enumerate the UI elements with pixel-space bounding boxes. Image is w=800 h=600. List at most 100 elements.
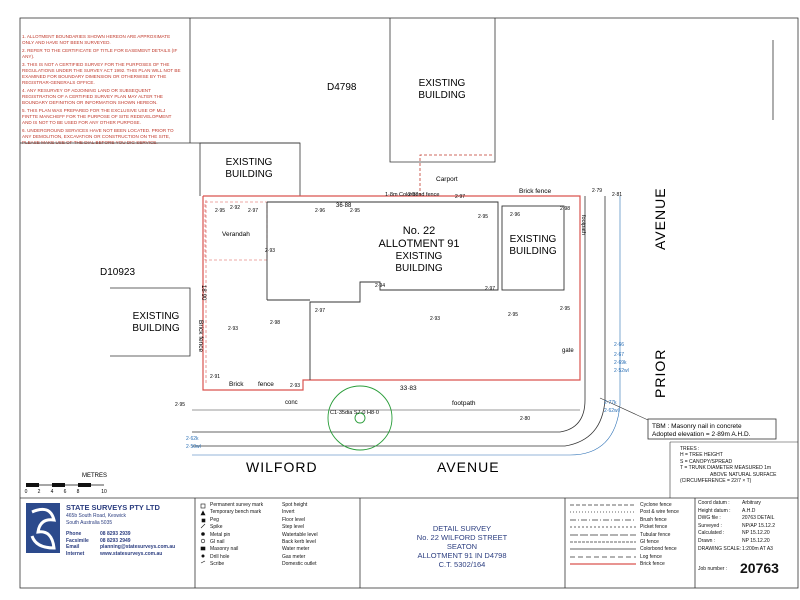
spot: 2·66 — [614, 342, 624, 348]
d4798-label: D4798 — [327, 82, 357, 93]
level: 2·95 — [560, 306, 570, 312]
dim-top: 36·88 — [336, 203, 352, 209]
footpath-right-label: footpath — [580, 215, 586, 235]
level: 2·97 — [315, 308, 325, 314]
main-label-1: No. 22 — [403, 225, 435, 237]
note: 5. THIS PLAN WAS PREPARED FOR THE EXCLUS… — [22, 108, 172, 125]
conc-label: conc — [285, 400, 298, 406]
note: 1. ALLOTMENT BOUNDARIES SHOWN HEREON ARE… — [22, 34, 171, 45]
avenue-right-label: AVENUE — [652, 187, 668, 250]
wilford-label: WILFORD — [246, 459, 318, 475]
level: 2·95 — [215, 208, 225, 214]
level: 2·92 — [230, 205, 240, 211]
spot: 2·62wl — [604, 408, 619, 414]
trees-legend-line: S = CANOPY/SPREAD — [680, 458, 733, 465]
existing-right-2: BUILDING — [509, 246, 556, 257]
level: 2·97 — [485, 286, 495, 292]
note: 6. UNDERGROUND SERVICES HAVE NOT BEEN LO… — [22, 128, 174, 145]
level: 2·97 — [455, 194, 465, 200]
main-label-2: ALLOTMENT 91 — [378, 238, 459, 250]
website-link[interactable]: www.statesurveys.com.au — [100, 550, 163, 557]
existing-right-1: EXISTING — [510, 234, 557, 245]
existing-left-2: BUILDING — [132, 323, 179, 334]
spot: 2·62k — [186, 436, 199, 442]
level: 2·96 — [510, 212, 520, 218]
tbm-line-2: Adopted elevation = 2·89m A.H.D. — [652, 431, 751, 438]
tree-trunk — [354, 412, 366, 424]
dim-left: 18·90 — [200, 285, 206, 301]
brick-fence-left-label: Brick fence — [197, 320, 204, 353]
company-address: 465b South Road, Keswick South Australia… — [66, 513, 127, 526]
kerb-line — [192, 196, 586, 433]
level: 2·96 — [315, 208, 325, 214]
level: 2·95 — [350, 208, 360, 214]
footpath-bottom-label: footpath — [452, 400, 476, 407]
spot: 2·95 — [175, 402, 185, 408]
level: 2·93 — [265, 248, 275, 254]
spot: 2·50wl — [186, 444, 201, 450]
email-link[interactable]: planning@statesurveys.com.au — [100, 544, 176, 550]
level: 2·93 — [430, 316, 440, 322]
trees-legend-line: (CIRCUMFERENCE = 22/7 × T) — [680, 478, 752, 485]
scale-label: METRES — [82, 473, 107, 479]
trees-legend-line: T = TRUNK DIAMETER MEASURED 1m — [680, 465, 772, 472]
scale-tick: 2 — [38, 489, 41, 495]
plan-notes: 1. ALLOTMENT BOUNDARIES SHOWN HEREON ARE… — [22, 34, 182, 148]
tbm-line-1: TBM : Masonry nail in concrete — [652, 423, 742, 430]
main-label-3: EXISTING — [396, 251, 443, 262]
scale-tick: 0 — [25, 489, 28, 495]
note: 2. REFER TO THE CERTIFICATE OF TITLE FOR… — [22, 48, 178, 59]
spot: 2·77k — [604, 400, 617, 406]
scale-tick: 8 — [77, 489, 80, 495]
colorbond-label: 1·8m Colorbond fence — [385, 192, 439, 198]
gate-label: gate — [562, 348, 574, 354]
sheet-frame — [19, 17, 799, 589]
fence-bottom-label: fence — [258, 381, 274, 388]
level: 2·95 — [508, 312, 518, 318]
trees-legend-line: TREES : — [680, 446, 700, 452]
tbm-box — [647, 418, 777, 440]
level: 2·93 — [228, 326, 238, 332]
trees-legend-line: H = TREE HEIGHT — [680, 452, 723, 459]
spot: 2·79 — [592, 188, 602, 194]
level: 2·98 — [560, 206, 570, 212]
main-label-4: BUILDING — [395, 263, 442, 274]
job-number: 20763 — [740, 560, 779, 576]
level: 2·95 — [478, 214, 488, 220]
trees-legend: TREES : H = TREE HEIGHT S = CANOPY/SPREA… — [680, 446, 776, 484]
brick-fence-bottom-label: Brick — [229, 381, 244, 388]
spot: 2·69k — [614, 360, 627, 366]
note: 3. THIS IS NOT A CERTIFIED SURVEY FOR TH… — [22, 62, 181, 85]
main-building-outline — [267, 201, 499, 380]
prior-label: PRIOR — [652, 349, 668, 398]
kerb-line-outer — [192, 196, 606, 447]
water-table-line — [192, 196, 621, 456]
existing-top-2: BUILDING — [418, 90, 465, 101]
existing-building-right-outline — [501, 205, 565, 291]
level: 2·97 — [248, 208, 258, 214]
trees-legend-line: ABOVE NATURAL SURFACE — [710, 471, 777, 478]
tbm-leader — [599, 397, 649, 421]
existing-tl-2: BUILDING — [225, 169, 272, 180]
d10923-label: D10923 — [100, 267, 135, 278]
allotment-boundary — [202, 195, 581, 391]
existing-top-1: EXISTING — [419, 78, 466, 89]
legend-symbols — [200, 503, 206, 564]
level: 2·91 — [210, 374, 220, 380]
spot: 2·67 — [614, 352, 624, 358]
scale-bar — [26, 483, 104, 487]
verandah-label: Verandah — [222, 231, 250, 238]
scale-tick: 10 — [101, 489, 107, 495]
existing-building-top-outline — [389, 18, 496, 163]
carport-label: Carport — [436, 176, 458, 183]
level: 2·94 — [375, 283, 385, 289]
carport-outline — [419, 154, 492, 196]
level: 2·97 — [408, 192, 418, 198]
existing-left-1: EXISTING — [133, 311, 180, 322]
